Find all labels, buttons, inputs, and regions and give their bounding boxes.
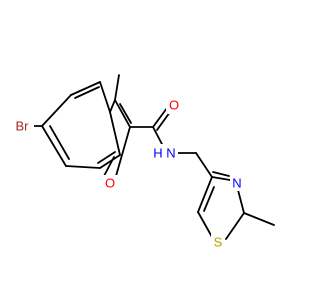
bond-c5-c4 bbox=[197, 176, 213, 213]
bond-c4-c5 bbox=[70, 81, 101, 96]
bond-c8-c7a-inner bbox=[97, 151, 116, 164]
atom-labels: Br O O N H N S bbox=[10, 97, 244, 250]
bond-c8-c7a bbox=[99, 154, 121, 169]
bond-n3-c2 bbox=[237, 189, 245, 214]
bond-c2-s1 bbox=[225, 212, 245, 240]
molecule-canvas: Br O O N H N S bbox=[10, 74, 275, 250]
atom-thiazole-sulfur: S bbox=[214, 235, 223, 250]
bond-layer bbox=[33, 74, 275, 240]
label-mask-ring-oxygen bbox=[102, 175, 118, 192]
label-mask-carbonyl-oxygen bbox=[166, 97, 182, 114]
label-mask-thiazole-nitrogen bbox=[230, 174, 244, 191]
bond-c2-o1 bbox=[115, 126, 131, 177]
bond-c3-methyl bbox=[114, 74, 120, 101]
bond-c5-c6 bbox=[41, 94, 72, 127]
atom-ring-oxygen: O bbox=[105, 176, 115, 191]
bond-carbonyl-o-double bbox=[156, 111, 171, 131]
bond-s1-c5 bbox=[197, 211, 213, 238]
atom-thiazole-nitrogen: N bbox=[232, 176, 241, 191]
bond-c7-c8 bbox=[65, 165, 101, 169]
molecule-structure: Br O O N H N S bbox=[10, 74, 275, 250]
bond-c6-c7 bbox=[41, 125, 67, 167]
bond-c5-c4-inner bbox=[203, 186, 215, 212]
bond-o1-c7a bbox=[103, 156, 115, 177]
bond-carbonyl-o bbox=[152, 107, 168, 128]
label-mask-amide-hydrogen bbox=[152, 144, 165, 161]
label-mask-thiazole-sulfur bbox=[211, 233, 225, 250]
bond-c4-n3-inner bbox=[212, 171, 230, 177]
bond-c3-c2 bbox=[114, 99, 131, 128]
atom-carbonyl-oxygen: O bbox=[169, 98, 179, 113]
bond-c4-n3 bbox=[211, 176, 231, 181]
bond-c6-c7-inner bbox=[49, 125, 70, 160]
bond-c4-c5-inner bbox=[74, 86, 100, 99]
atom-amide-hydrogen: H bbox=[153, 146, 162, 161]
bond-c3-c2-inner bbox=[119, 103, 132, 124]
bond-c3a-c4 bbox=[99, 81, 111, 113]
bond-ch2-c4 bbox=[195, 152, 213, 178]
label-mask-br bbox=[10, 117, 34, 134]
bond-c7a-c3a bbox=[109, 111, 121, 156]
atom-amide-nitrogen: N bbox=[166, 146, 175, 161]
bond-c2-methyl bbox=[243, 212, 275, 226]
atom-br: Br bbox=[16, 119, 30, 134]
label-mask-amide-nitrogen bbox=[164, 144, 178, 161]
bond-c3a-c3 bbox=[109, 99, 116, 113]
